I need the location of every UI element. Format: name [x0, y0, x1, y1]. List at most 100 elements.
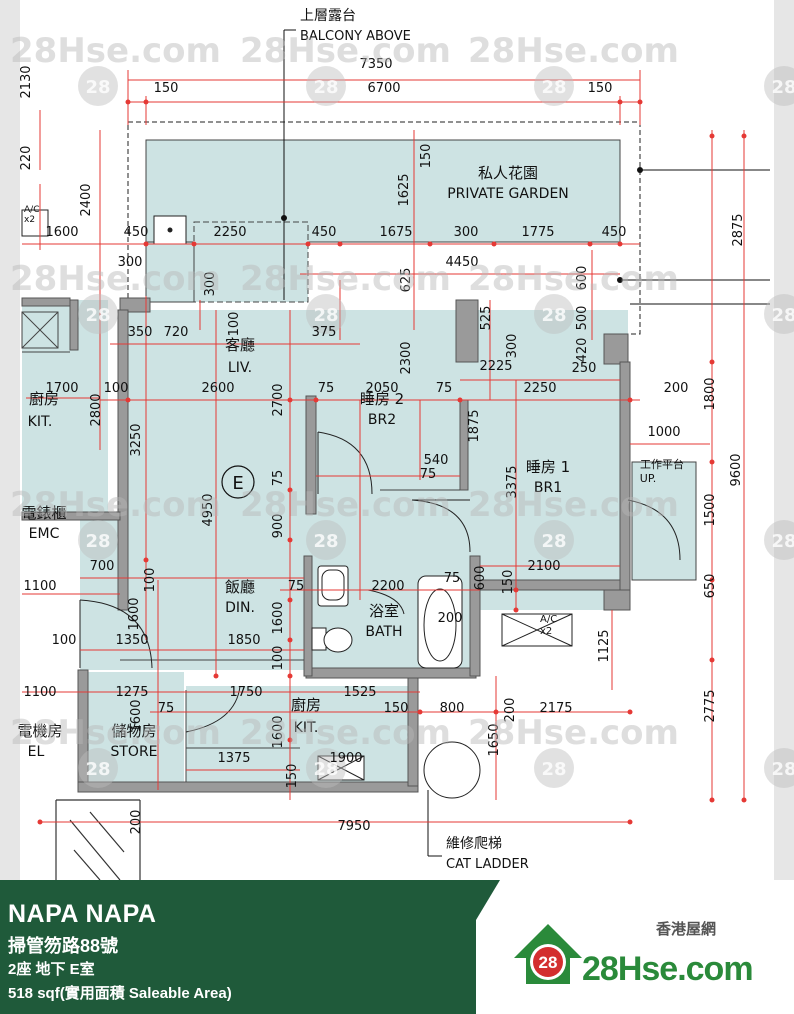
watermark-badge: 28	[541, 759, 566, 780]
room-label-br2-cn: 睡房 2	[360, 390, 404, 408]
watermark-badge: 28	[85, 77, 110, 98]
dimension-300c: 300	[203, 272, 218, 297]
dimension-6700: 6700	[367, 81, 400, 96]
dimension-1375: 1375	[217, 751, 250, 766]
dimension-2775: 2775	[703, 689, 718, 722]
room-label-store-en: STORE	[110, 744, 157, 760]
dimension-2875: 2875	[731, 213, 746, 246]
dimension-2100: 2100	[527, 559, 560, 574]
dimension-7350: 7350	[359, 57, 392, 72]
watermark-badge: 28	[313, 305, 338, 326]
watermark-text: 28Hse.com	[468, 31, 679, 71]
watermark-text: 28Hse.com	[468, 713, 679, 753]
room-label-br2-en: BR2	[368, 412, 396, 428]
watermark-text: 28Hse.com	[10, 31, 221, 71]
dimension-1625: 1625	[397, 173, 412, 206]
watermark-badge: 28	[85, 759, 110, 780]
dimension-150d: 150	[501, 570, 516, 595]
dimension-75b: 75	[436, 381, 453, 396]
room-label-br1-cn: 睡房 1	[526, 458, 570, 476]
dimension-3250: 3250	[129, 423, 144, 456]
watermark-badge: 28	[771, 759, 794, 780]
kitchen-area	[186, 686, 412, 782]
dimension-3375: 3375	[505, 465, 520, 498]
dimension-2700: 2700	[271, 383, 286, 416]
dimension-200a: 200	[664, 381, 689, 396]
saleable-area: 518 sqf(實用面積 Saleable Area)	[8, 985, 232, 1002]
footer-shape	[0, 880, 500, 1014]
watermark-text: 28Hse.com	[240, 31, 451, 71]
dimension-500: 500	[575, 306, 590, 331]
dimension-1675: 1675	[379, 225, 412, 240]
dimension-100c: 100	[143, 568, 158, 593]
dimension-800: 800	[440, 701, 465, 716]
watermark-text: 28Hse.com	[468, 485, 679, 525]
dimension-450c: 450	[602, 225, 627, 240]
watermark-badge: 28	[771, 305, 794, 326]
unit-mark: E	[232, 473, 243, 494]
watermark-text: 28Hse.com	[240, 259, 451, 299]
watermark-badge: 28	[85, 531, 110, 552]
house-logo-icon: 28	[514, 924, 582, 984]
dimension-250: 250	[572, 361, 597, 376]
room-label-kit-cn: 廚房	[291, 696, 321, 714]
dimension-150b: 150	[588, 81, 613, 96]
dimension-1900: 1900	[329, 751, 362, 766]
dimension-4450: 4450	[445, 255, 478, 270]
dimension-1775: 1775	[521, 225, 554, 240]
property-name: NAPA NAPA	[8, 900, 157, 928]
dimension-75e: 75	[288, 579, 305, 594]
dimension-2050: 2050	[365, 381, 398, 396]
dimension-300d: 300	[505, 334, 520, 359]
room-label-liv-cn: 客廳	[225, 336, 255, 354]
dimension-900: 900	[271, 514, 286, 539]
dimension-350: 350	[128, 325, 153, 340]
dimension-1600d: 1600	[129, 699, 144, 732]
footer-banner: NAPA NAPA 掃管笏路88號 2座 地下 E室 518 sqf(實用面積 …	[0, 880, 794, 1014]
watermark-badge: 28	[313, 77, 338, 98]
watermark-text: 28Hse.com	[10, 713, 221, 753]
left-kitchen	[22, 300, 108, 512]
dimension-75f: 75	[444, 571, 461, 586]
dimension-720: 720	[164, 325, 189, 340]
dimension-1100b: 1100	[23, 685, 56, 700]
dimension-2130: 2130	[19, 65, 34, 98]
dimension-1650: 1650	[487, 723, 502, 756]
dimension-100b: 100	[104, 381, 129, 396]
dimension-2600: 2600	[201, 381, 234, 396]
dimension-150f: 150	[285, 764, 300, 789]
room-label-balcony-en: BALCONY ABOVE	[300, 29, 411, 44]
room-label-bath-cn: 浴室	[369, 602, 399, 620]
watermark-badge: 28	[771, 531, 794, 552]
dimension-600a: 600	[575, 266, 590, 291]
logo-text: 28Hse.com	[582, 950, 754, 988]
room-label-liv-en: LIV.	[228, 360, 252, 376]
utility-platform	[631, 461, 697, 581]
dimension-2400: 2400	[79, 183, 94, 216]
dimension-200d: 200	[129, 810, 144, 835]
dimension-1350: 1350	[115, 633, 148, 648]
room-label-ac2b: x2	[540, 626, 552, 637]
room-label-ladder-en: CAT LADDER	[446, 857, 529, 872]
dimension-1500: 1500	[703, 493, 718, 526]
dimension-300a: 300	[454, 225, 479, 240]
room-label-br1-en: BR1	[534, 480, 562, 496]
room-label-garden-cn: 私人花園	[478, 164, 538, 182]
room-label-up-cn: 工作平台	[640, 457, 684, 471]
dimension-1600e: 1600	[271, 715, 286, 748]
dimension-2175: 2175	[539, 701, 572, 716]
dimension-540: 540	[424, 453, 449, 468]
dimension-420: 420	[575, 338, 590, 363]
dimension-1600c: 1600	[271, 601, 286, 634]
watermark-badge: 28	[541, 531, 566, 552]
room-label-el-cn: 電機房	[17, 722, 62, 740]
property-address: 掃管笏路88號	[8, 936, 119, 956]
room-label-el-en: EL	[28, 744, 45, 760]
watermark-text: 28Hse.com	[240, 485, 451, 525]
dimension-1800: 1800	[703, 377, 718, 410]
dimension-2250a: 2250	[213, 225, 246, 240]
room-label-emc-en: EMC	[29, 526, 60, 542]
site-logo[interactable]: 香港屋網 28 28Hse.com	[506, 880, 794, 1014]
room-label-kit-en: KIT.	[294, 720, 319, 736]
